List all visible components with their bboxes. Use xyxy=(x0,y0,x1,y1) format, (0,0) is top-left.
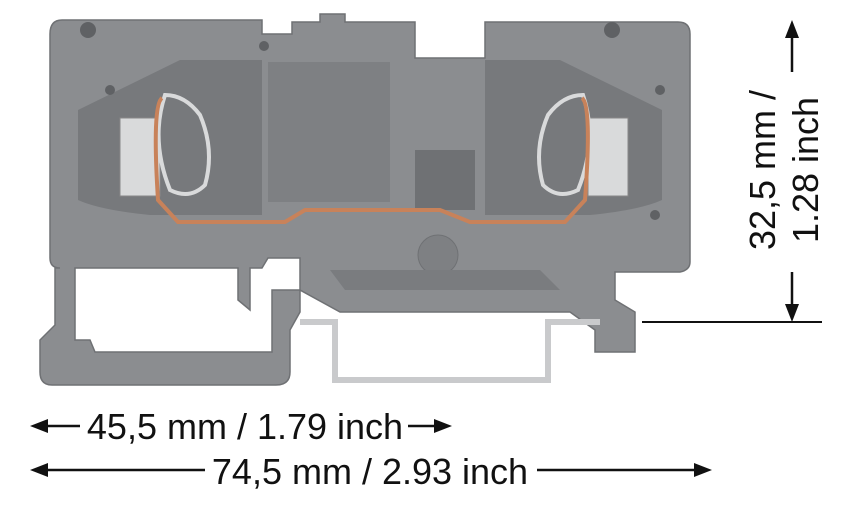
height-label-line2: 1.28 inch xyxy=(785,97,826,243)
left-cage-clamp xyxy=(119,92,211,197)
terminal-block-housing xyxy=(39,13,691,386)
busbar xyxy=(153,96,590,224)
dimension-inner-width xyxy=(30,419,452,433)
din-rail xyxy=(300,319,600,383)
total-width-label: 74,5 mm / 2.93 inch xyxy=(212,451,528,492)
height-label-line1: 32,5 mm / xyxy=(742,90,783,250)
dimension-height xyxy=(642,20,822,323)
dimension-total-width xyxy=(30,463,712,477)
inner-width-label: 45,5 mm / 1.79 inch xyxy=(87,406,403,447)
